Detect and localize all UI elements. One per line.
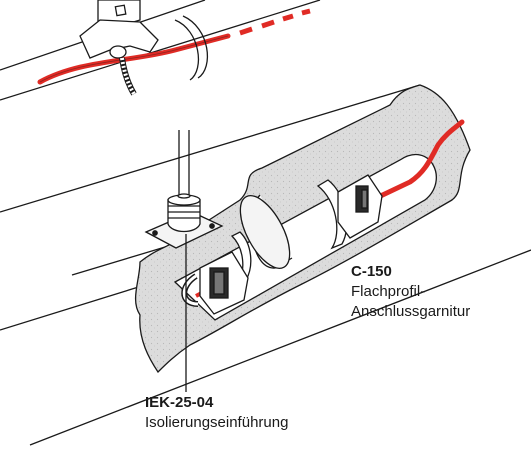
iek-code: IEK-25-04 <box>145 394 214 411</box>
c150-description-line1: Flachprofil- <box>351 283 426 300</box>
iek-label: IEK-25-04 Isolierungseinführung <box>145 393 288 433</box>
c150-description-line2: Anschlussgarnitur <box>351 303 471 320</box>
upper-pipe-clamp <box>174 15 209 81</box>
c150-label: C-150 Flachprofil- Anschlussgarnitur <box>351 262 470 322</box>
iek-insulation-entry <box>144 130 224 249</box>
c150-connector-left <box>181 251 249 315</box>
upper-pipe <box>0 0 321 101</box>
upper-connection-box <box>79 0 159 96</box>
upper-heating-cable <box>37 8 311 85</box>
c150-connector-right <box>337 174 383 239</box>
iek-description: Isolierungseinführung <box>145 414 289 431</box>
c150-code: C-150 <box>351 263 392 280</box>
outer-pipe-shell <box>0 84 531 446</box>
